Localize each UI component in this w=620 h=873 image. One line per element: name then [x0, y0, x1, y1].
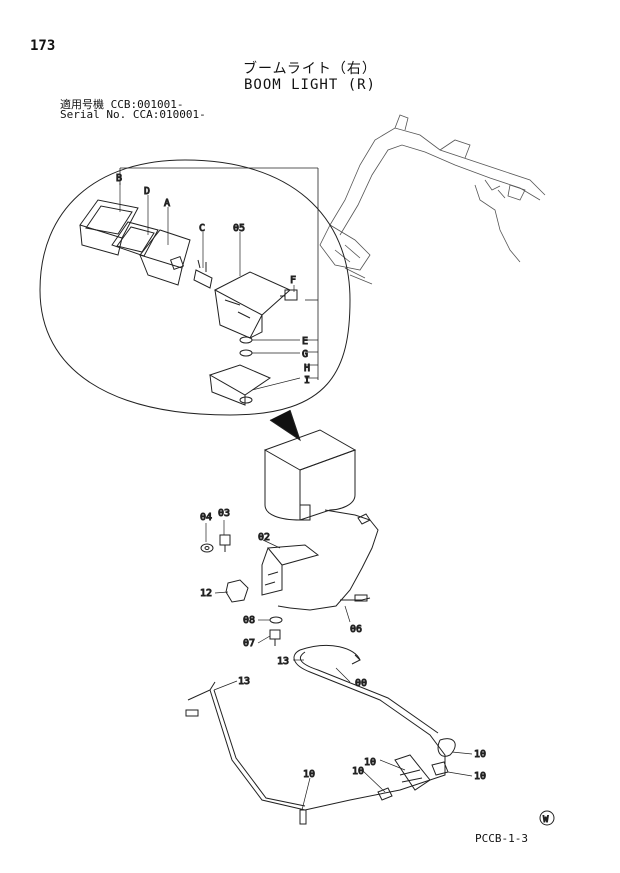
detail-pointer [269, 409, 301, 442]
callout-i: I [304, 375, 310, 386]
bubble-leaders [119, 183, 301, 391]
part-h-bracket [208, 364, 272, 406]
callout-13-upper: 13 [277, 656, 289, 667]
callout-e: E [302, 336, 308, 347]
part-05-housing [213, 271, 291, 339]
callout-10-d: 10 [352, 766, 364, 777]
excavator-sketch [319, 114, 546, 285]
callout-h: H [304, 363, 310, 374]
lamp-harness [277, 509, 379, 611]
callout-f: F [290, 275, 296, 286]
callout-d: D [144, 186, 150, 197]
main-harness [185, 644, 456, 825]
part-a-lens [139, 229, 191, 286]
callout-a: A [164, 198, 170, 209]
serial-line-2: Serial No. CCA:010001- [60, 108, 206, 121]
part-f-screw [280, 289, 298, 301]
callout-10-e: 10 [303, 769, 315, 780]
callout-g: G [302, 349, 308, 360]
title-english: BOOM LIGHT (R) [243, 77, 376, 93]
bubble-bracket [119, 167, 319, 380]
callout-04: 04 [200, 512, 212, 523]
part-12-block [225, 579, 249, 603]
part-c-bulb [193, 259, 213, 289]
callout-13-lower: 13 [238, 676, 250, 687]
part-d-gasket [111, 221, 159, 257]
callout-00: 00 [355, 678, 367, 689]
callout-10-c: 10 [364, 757, 376, 768]
part-i-nut [239, 396, 253, 404]
part-03-bolt [219, 534, 231, 552]
part-07-bolt [269, 629, 281, 646]
title-japanese: ブームライト（右） [243, 61, 377, 77]
callout-10-b: 10 [474, 771, 486, 782]
callout-08: 08 [243, 615, 255, 626]
page-number: 173 [30, 38, 56, 54]
callout-06: 06 [350, 624, 362, 635]
callout-c: C [199, 223, 205, 234]
part-b-frame [79, 199, 139, 256]
callout-b: B [116, 173, 122, 184]
callout-12: 12 [200, 588, 212, 599]
part-g-washer [239, 349, 253, 357]
w-stamp: W [543, 815, 549, 825]
boom-lamp [263, 429, 357, 521]
document-code: PCCB-1-3 [475, 832, 528, 845]
callout-02: 02 [258, 532, 270, 543]
callout-05: 05 [233, 223, 245, 234]
callout-10-a: 10 [474, 749, 486, 760]
lower-leaders [205, 520, 473, 811]
part-08-washer [269, 616, 283, 624]
callout-07: 07 [243, 638, 255, 649]
serial-line-1: 適用号機 CCB:001001- [60, 98, 184, 111]
part-02-bracket [261, 544, 320, 596]
w-stamp-circle [539, 810, 555, 826]
part-04-washer [200, 543, 214, 553]
detail-bubble [39, 159, 351, 416]
part-e-nut [239, 336, 253, 344]
callout-03: 03 [218, 508, 230, 519]
